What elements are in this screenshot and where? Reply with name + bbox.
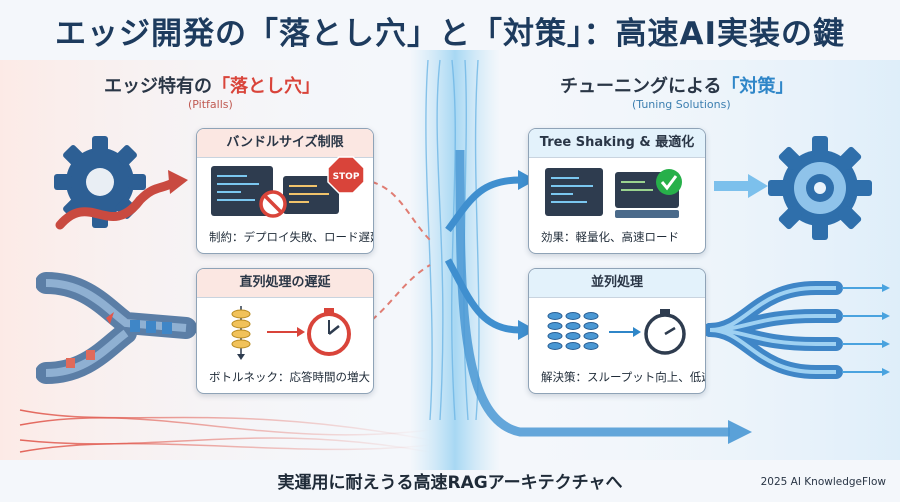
parallel-pipes-icon (706, 281, 890, 379)
bundle-size-card-title: バンドルサイズ制限 (197, 129, 373, 158)
gear-icon (54, 136, 188, 230)
pipe-icon (36, 272, 196, 384)
pitfalls-subheading: (Pitfalls) (188, 98, 233, 111)
parallel-card: 並列処理 解決策：スループット向上、低遅延 (528, 268, 706, 394)
page-title: エッジ開発の「落とし穴」と「対策」：高速AI実装の鍵 (54, 16, 846, 52)
serial-latency-card-caption: ボトルネック：応答時間の増大 (209, 370, 370, 384)
solutions-heading-highlight: 「対策」 (721, 76, 794, 97)
pitfalls-heading-prefix: エッジ特有の (104, 76, 212, 97)
solutions-heading-prefix: チューニングによる (560, 76, 722, 97)
tree-shaking-card: Tree Shaking & 最適化 効果：軽量化、高速ロード (528, 128, 706, 254)
serial-stack-icon (231, 306, 351, 360)
parallel-art (529, 298, 705, 368)
stop-sign-label: STOP (333, 172, 360, 182)
optimized-gear-icon (714, 136, 872, 240)
stopwatch-icon (307, 308, 351, 356)
bundle-size-card-caption: 制約：デプロイ失敗、ロード遅延 (209, 230, 374, 244)
stop-sign-icon: STOP (327, 156, 365, 194)
check-icon (656, 169, 682, 195)
serial-latency-card: 直列処理の遅延 ボトルネック：応答時間の増大 (196, 268, 374, 394)
bundle-size-card: バンドルサイズ制限 STOP 制約：デプロイ失敗、ロード遅延 (196, 128, 374, 254)
bundle-size-art: STOP (197, 156, 373, 228)
footer-tagline: 実運用に耐えうる高速RAGアーキテクチャへ (277, 473, 623, 493)
copyright-credit: 2025 AI KnowledgeFlow (760, 476, 886, 488)
parallel-stack-icon (547, 309, 686, 355)
tree-shaking-art (529, 158, 705, 228)
pitfalls-heading: エッジ特有の「落とし穴」 (104, 72, 320, 98)
serial-latency-card-title: 直列処理の遅延 (197, 269, 373, 298)
solutions-subheading: (Tuning Solutions) (632, 98, 731, 111)
code-window-icon (211, 166, 339, 218)
solutions-heading: チューニングによる「対策」 (560, 72, 793, 98)
tree-shaking-card-caption: 効果：軽量化、高速ロード (541, 230, 679, 244)
parallel-card-title: 並列処理 (529, 269, 705, 298)
tree-shaking-card-title: Tree Shaking & 最適化 (529, 129, 705, 158)
pitfalls-heading-highlight: 「落とし穴」 (212, 76, 320, 97)
parallel-card-caption: 解決策：スループット向上、低遅延 (541, 370, 706, 384)
stopwatch-icon (644, 309, 686, 355)
serial-latency-art (197, 298, 373, 368)
optimized-code-icon (545, 168, 682, 218)
